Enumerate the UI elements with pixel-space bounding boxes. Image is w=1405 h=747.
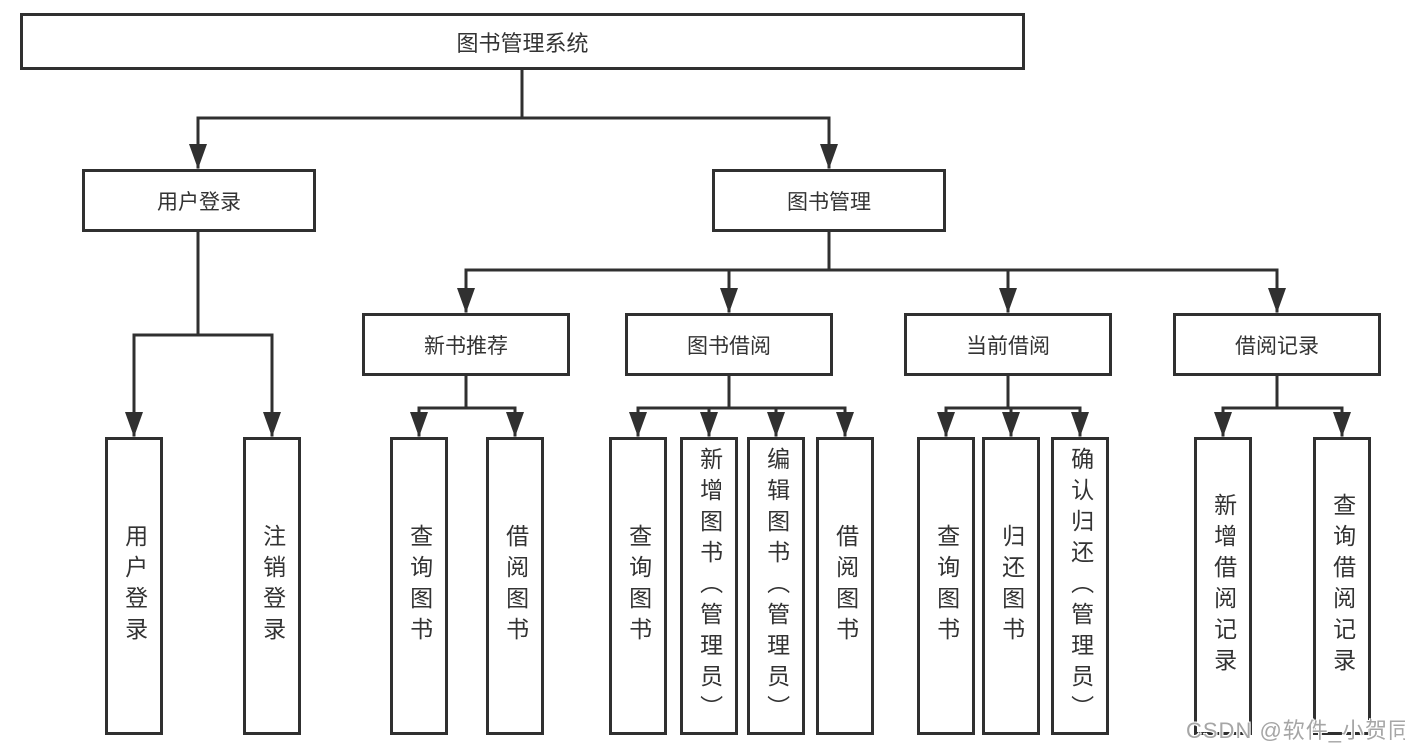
node-book-management: 图书管理 <box>712 169 946 232</box>
node-root-system: 图书管理系统 <box>20 13 1025 70</box>
leaf-record-add: 新增借阅记录 <box>1194 437 1252 735</box>
leaf-recommend-query-books: 查询图书 <box>390 437 448 735</box>
node-borrow-record: 借阅记录 <box>1173 313 1381 376</box>
node-new-book-recommend: 新书推荐 <box>362 313 570 376</box>
leaf-borrow-add-books-admin: 新增图书（管理员） <box>680 437 738 735</box>
leaf-record-query: 查询借阅记录 <box>1313 437 1371 735</box>
leaf-recommend-borrow-books: 借阅图书 <box>486 437 544 735</box>
leaf-current-confirm-return-admin: 确认归还（管理员） <box>1051 437 1109 735</box>
csdn-watermark: CSDN @软件_小贺同学 <box>1186 718 1405 743</box>
leaf-current-return-books: 归还图书 <box>982 437 1040 735</box>
leaf-logout: 注销登录 <box>243 437 301 735</box>
leaf-user-login: 用户登录 <box>105 437 163 735</box>
leaf-borrow-borrow-books: 借阅图书 <box>816 437 874 735</box>
node-user-login-branch: 用户登录 <box>82 169 316 232</box>
leaf-current-query-books: 查询图书 <box>917 437 975 735</box>
node-current-borrow: 当前借阅 <box>904 313 1112 376</box>
leaf-borrow-edit-books-admin: 编辑图书（管理员） <box>747 437 805 735</box>
node-book-borrow: 图书借阅 <box>625 313 833 376</box>
leaf-borrow-query-books: 查询图书 <box>609 437 667 735</box>
